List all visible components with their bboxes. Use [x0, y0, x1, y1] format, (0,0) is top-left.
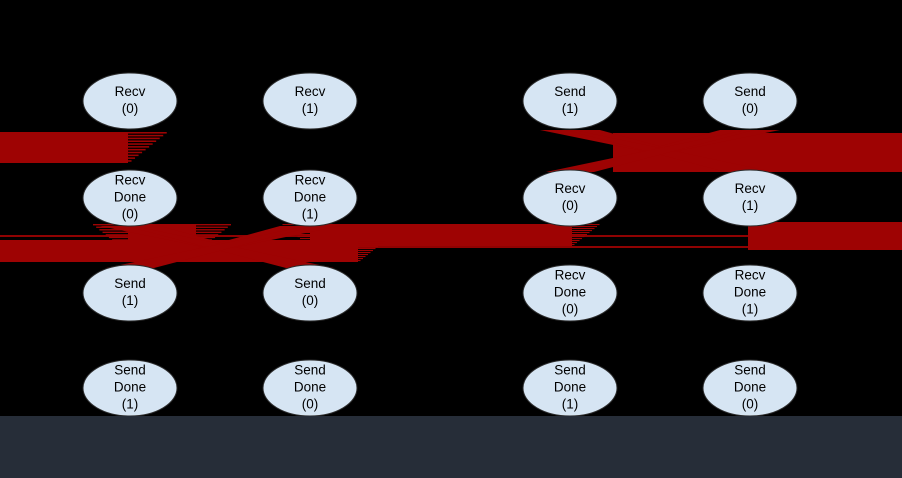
node-ellipse [702, 169, 798, 227]
node-ellipse [702, 72, 798, 130]
node-label: Done [734, 380, 766, 395]
graph-node-recv0[interactable]: Recv (0) [82, 72, 178, 130]
bottom-status-bar [0, 416, 902, 478]
graph-node-recv0_b[interactable]: Recv (0) [522, 169, 618, 227]
node-label: Recv [115, 84, 146, 99]
node-label: (0) [562, 302, 579, 317]
thin-edge-line [0, 246, 902, 248]
node-label: Done [114, 190, 146, 205]
node-label: Send [734, 363, 766, 378]
node-label: Done [554, 285, 586, 300]
node-ellipse [82, 72, 178, 130]
node-label: (1) [742, 198, 759, 213]
node-label: (1) [122, 397, 139, 412]
band-mid-right [748, 222, 902, 250]
node-label: Done [734, 285, 766, 300]
node-label: (0) [302, 397, 319, 412]
node-label: Recv [295, 84, 326, 99]
graph-node-send1_b[interactable]: Send (1) [82, 264, 178, 322]
node-label: Done [114, 380, 146, 395]
node-label: (1) [742, 302, 759, 317]
node-label: Send [114, 363, 146, 378]
node-ellipse [82, 169, 178, 227]
graph-node-send1_a[interactable]: Send (1) [522, 72, 618, 130]
graph-node-send0_b[interactable]: Send (0) [262, 264, 358, 322]
node-label: Recv [735, 181, 766, 196]
node-label: (1) [562, 397, 579, 412]
node-label: (1) [562, 101, 579, 116]
node-ellipse [262, 264, 358, 322]
node-label: (1) [122, 293, 139, 308]
node-ellipse [522, 169, 618, 227]
node-label: Send [734, 84, 766, 99]
node-ellipse [702, 264, 798, 322]
band-top-left [0, 132, 128, 163]
node-label: Send [554, 363, 586, 378]
node-label: Send [294, 363, 326, 378]
node-label: (0) [122, 207, 139, 222]
node-label: Send [114, 276, 146, 291]
node-ellipse [522, 72, 618, 130]
node-label: Done [294, 190, 326, 205]
node-label: (0) [302, 293, 319, 308]
node-label: Recv [115, 173, 146, 188]
node-label: Recv [555, 268, 586, 283]
node-label: (0) [742, 397, 759, 412]
node-label: (0) [122, 101, 139, 116]
node-ellipse [82, 264, 178, 322]
node-label: Recv [735, 268, 766, 283]
node-ellipse [262, 72, 358, 130]
node-ellipse [522, 264, 618, 322]
edge-arrow [546, 130, 754, 172]
edge-arrow [106, 226, 314, 268]
node-ellipse [262, 169, 358, 227]
node-label: Done [554, 380, 586, 395]
node-label: (1) [302, 101, 319, 116]
graph-node-send0_a[interactable]: Send (0) [702, 72, 798, 130]
graph-nodes: Recv(0)Recv(1)Send(1)Send(0)RecvDone(0)R… [82, 72, 798, 417]
node-label: Send [294, 276, 326, 291]
node-label: (0) [562, 198, 579, 213]
node-label: Send [554, 84, 586, 99]
graph-node-recv1[interactable]: Recv (1) [262, 72, 358, 130]
graph-node-recv1_b[interactable]: Recv (1) [702, 169, 798, 227]
node-label: Done [294, 380, 326, 395]
node-label: Recv [555, 181, 586, 196]
node-label: Recv [295, 173, 326, 188]
node-label: (0) [742, 101, 759, 116]
node-label: (1) [302, 207, 319, 222]
crossing-edge-arrows [100, 130, 780, 268]
